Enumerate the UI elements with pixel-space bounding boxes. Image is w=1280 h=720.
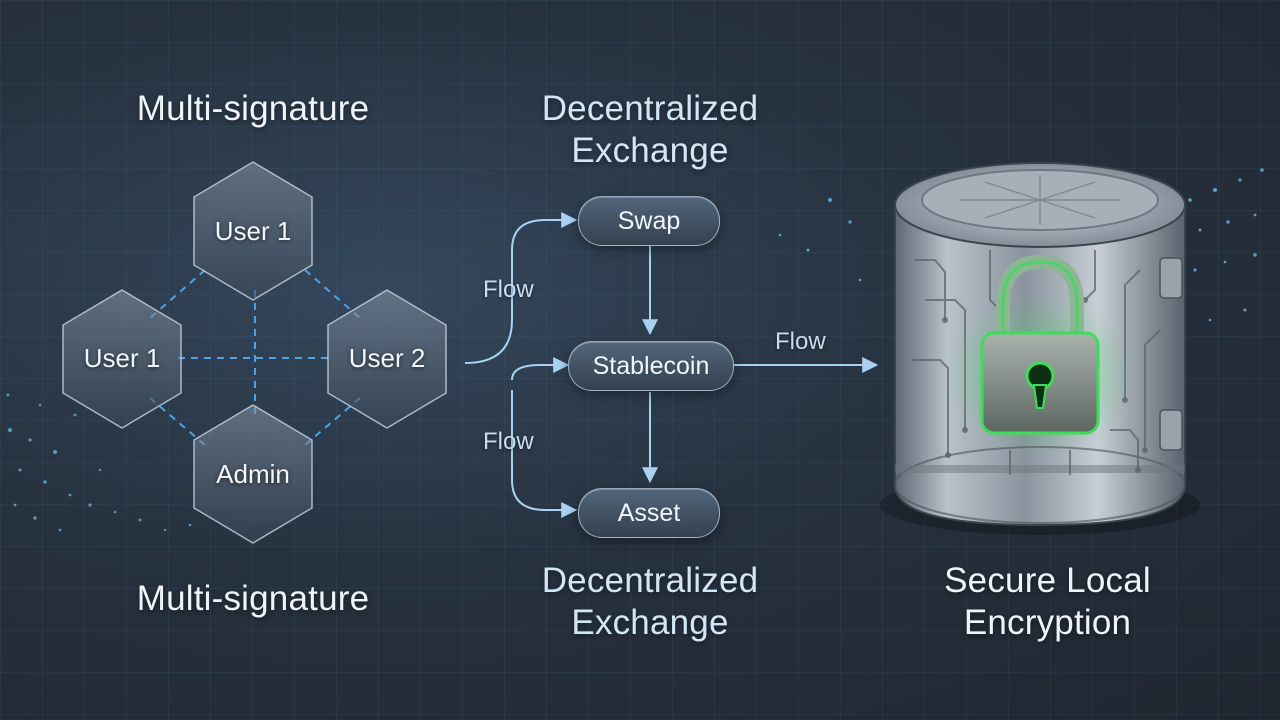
padlock-icon (945, 254, 1135, 455)
hexagon-admin-bottom (193, 404, 313, 544)
particle-wave-right (778, 168, 1264, 322)
node-swap: Swap (578, 196, 720, 246)
node-admin-bottom: Admin (216, 459, 290, 489)
flow-label-lower: Flow (483, 428, 534, 455)
node-asset: Asset (578, 488, 720, 538)
hexagon-user1-left (62, 289, 182, 429)
vault-title: Secure Local Encryption (944, 561, 1151, 642)
vault-icon (880, 162, 1200, 535)
flow-label-upper: Flow (483, 276, 534, 303)
node-user2-right: User 2 (348, 343, 426, 373)
dex-title-top: Decentralized Exchange (541, 89, 759, 170)
node-stablecoin: Stablecoin (568, 341, 734, 391)
multisig-connectors (149, 269, 361, 446)
node-user1-top: User 1 (214, 216, 292, 246)
multisig-title-bottom: Multi-signature (136, 579, 370, 618)
hexagon-user1-top (193, 161, 313, 301)
dex-title-bottom: Decentralized Exchange (541, 561, 759, 642)
multisig-title-top: Multi-signature (136, 89, 370, 128)
particle-wave-left (6, 393, 192, 532)
dex-flow-arrows (464, 212, 879, 518)
node-user1-left: User 1 (83, 343, 161, 373)
flow-label-to-vault: Flow (775, 328, 826, 355)
hexagon-user2-right (327, 289, 447, 429)
